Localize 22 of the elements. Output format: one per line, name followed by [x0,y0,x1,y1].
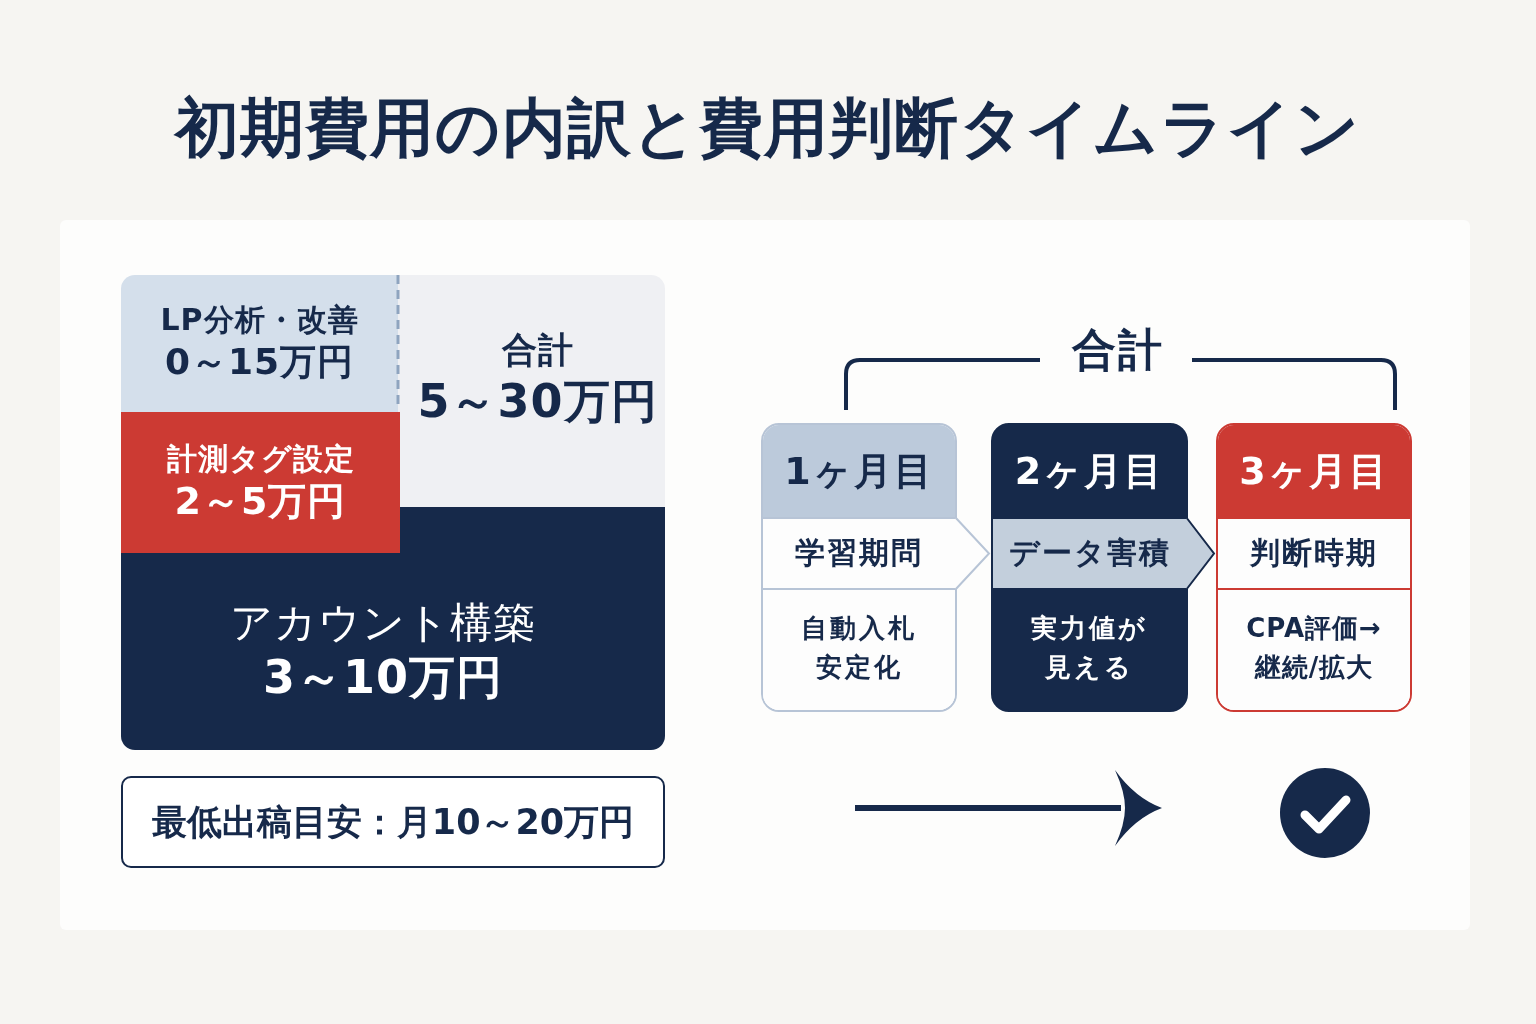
phase-band: 判断時期 [1218,517,1410,590]
item-name: アカウント構築 [230,596,536,649]
cost-block [398,275,665,507]
chevron-arrow [1185,516,1216,591]
item-name: 計測タグ設定 [166,440,355,478]
timeline-card [761,423,957,712]
cost-range: 3～10万円 [263,649,503,706]
timeline-card [1216,423,1412,712]
month-header: 3ヶ月目 [1218,425,1410,517]
note-box: 最低出稿目安：月10～20万円 [121,776,665,868]
item-name: LP分析・改善 [160,301,359,339]
bracket-label: 合計 [1072,323,1164,377]
chevron-arrow [954,516,991,591]
timeline-card [991,423,1188,712]
month-header: 1ヶ月目 [763,425,955,517]
cost-block [121,412,400,553]
total-label: 合計 [501,329,574,373]
cost-block [121,275,398,412]
cost-range: 5～30万円 [417,373,658,431]
title: 初期費用の内訳と費用判断タイムライン [175,90,1361,167]
cost-range: 2～5万円 [174,477,347,525]
cost-range: 0～15万円 [164,339,355,384]
